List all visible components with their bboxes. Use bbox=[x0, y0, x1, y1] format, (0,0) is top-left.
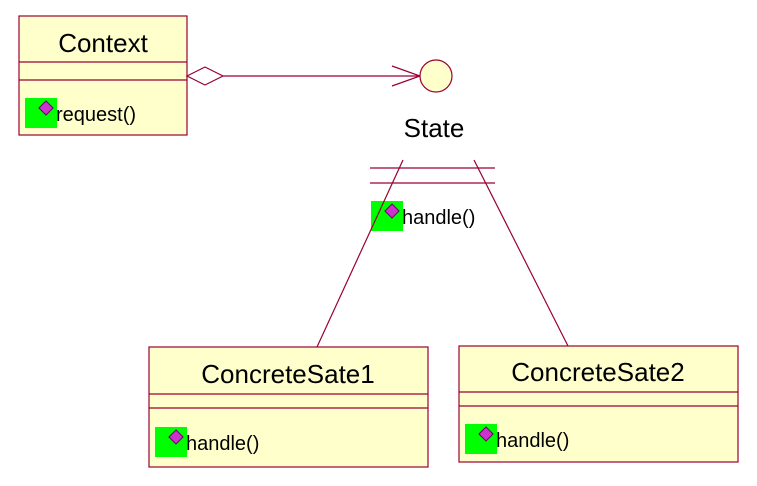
realization-line-concrete1[interactable] bbox=[316, 159, 404, 348]
operation-label: request() bbox=[56, 104, 136, 126]
class-context[interactable]: Context request() bbox=[18, 15, 188, 136]
aggregation-diamond-icon bbox=[185, 66, 225, 86]
interface-lollipop-icon bbox=[419, 59, 453, 93]
operation-label: handle() bbox=[496, 430, 569, 452]
interface-state[interactable]: State handle() bbox=[370, 59, 495, 232]
class-box bbox=[458, 345, 739, 463]
aggregation-context-state[interactable] bbox=[185, 65, 422, 87]
class-name: ConcreteSate1 bbox=[201, 359, 374, 389]
class-name: Context bbox=[58, 28, 148, 58]
interface-name: State bbox=[404, 113, 465, 143]
operation-label: handle() bbox=[186, 433, 259, 455]
class-box bbox=[148, 346, 429, 468]
class-name: ConcreteSate2 bbox=[511, 357, 684, 387]
operation-icon bbox=[370, 200, 404, 232]
class-concrete-sate2[interactable]: ConcreteSate2 handle() bbox=[458, 345, 739, 463]
operation-label: handle() bbox=[402, 207, 475, 229]
class-concrete-sate1[interactable]: ConcreteSate1 handle() bbox=[148, 346, 429, 468]
operation-icon bbox=[154, 426, 188, 458]
operation-icon bbox=[24, 97, 58, 129]
operation-icon bbox=[464, 423, 498, 455]
realization-line-concrete2[interactable] bbox=[473, 159, 569, 347]
